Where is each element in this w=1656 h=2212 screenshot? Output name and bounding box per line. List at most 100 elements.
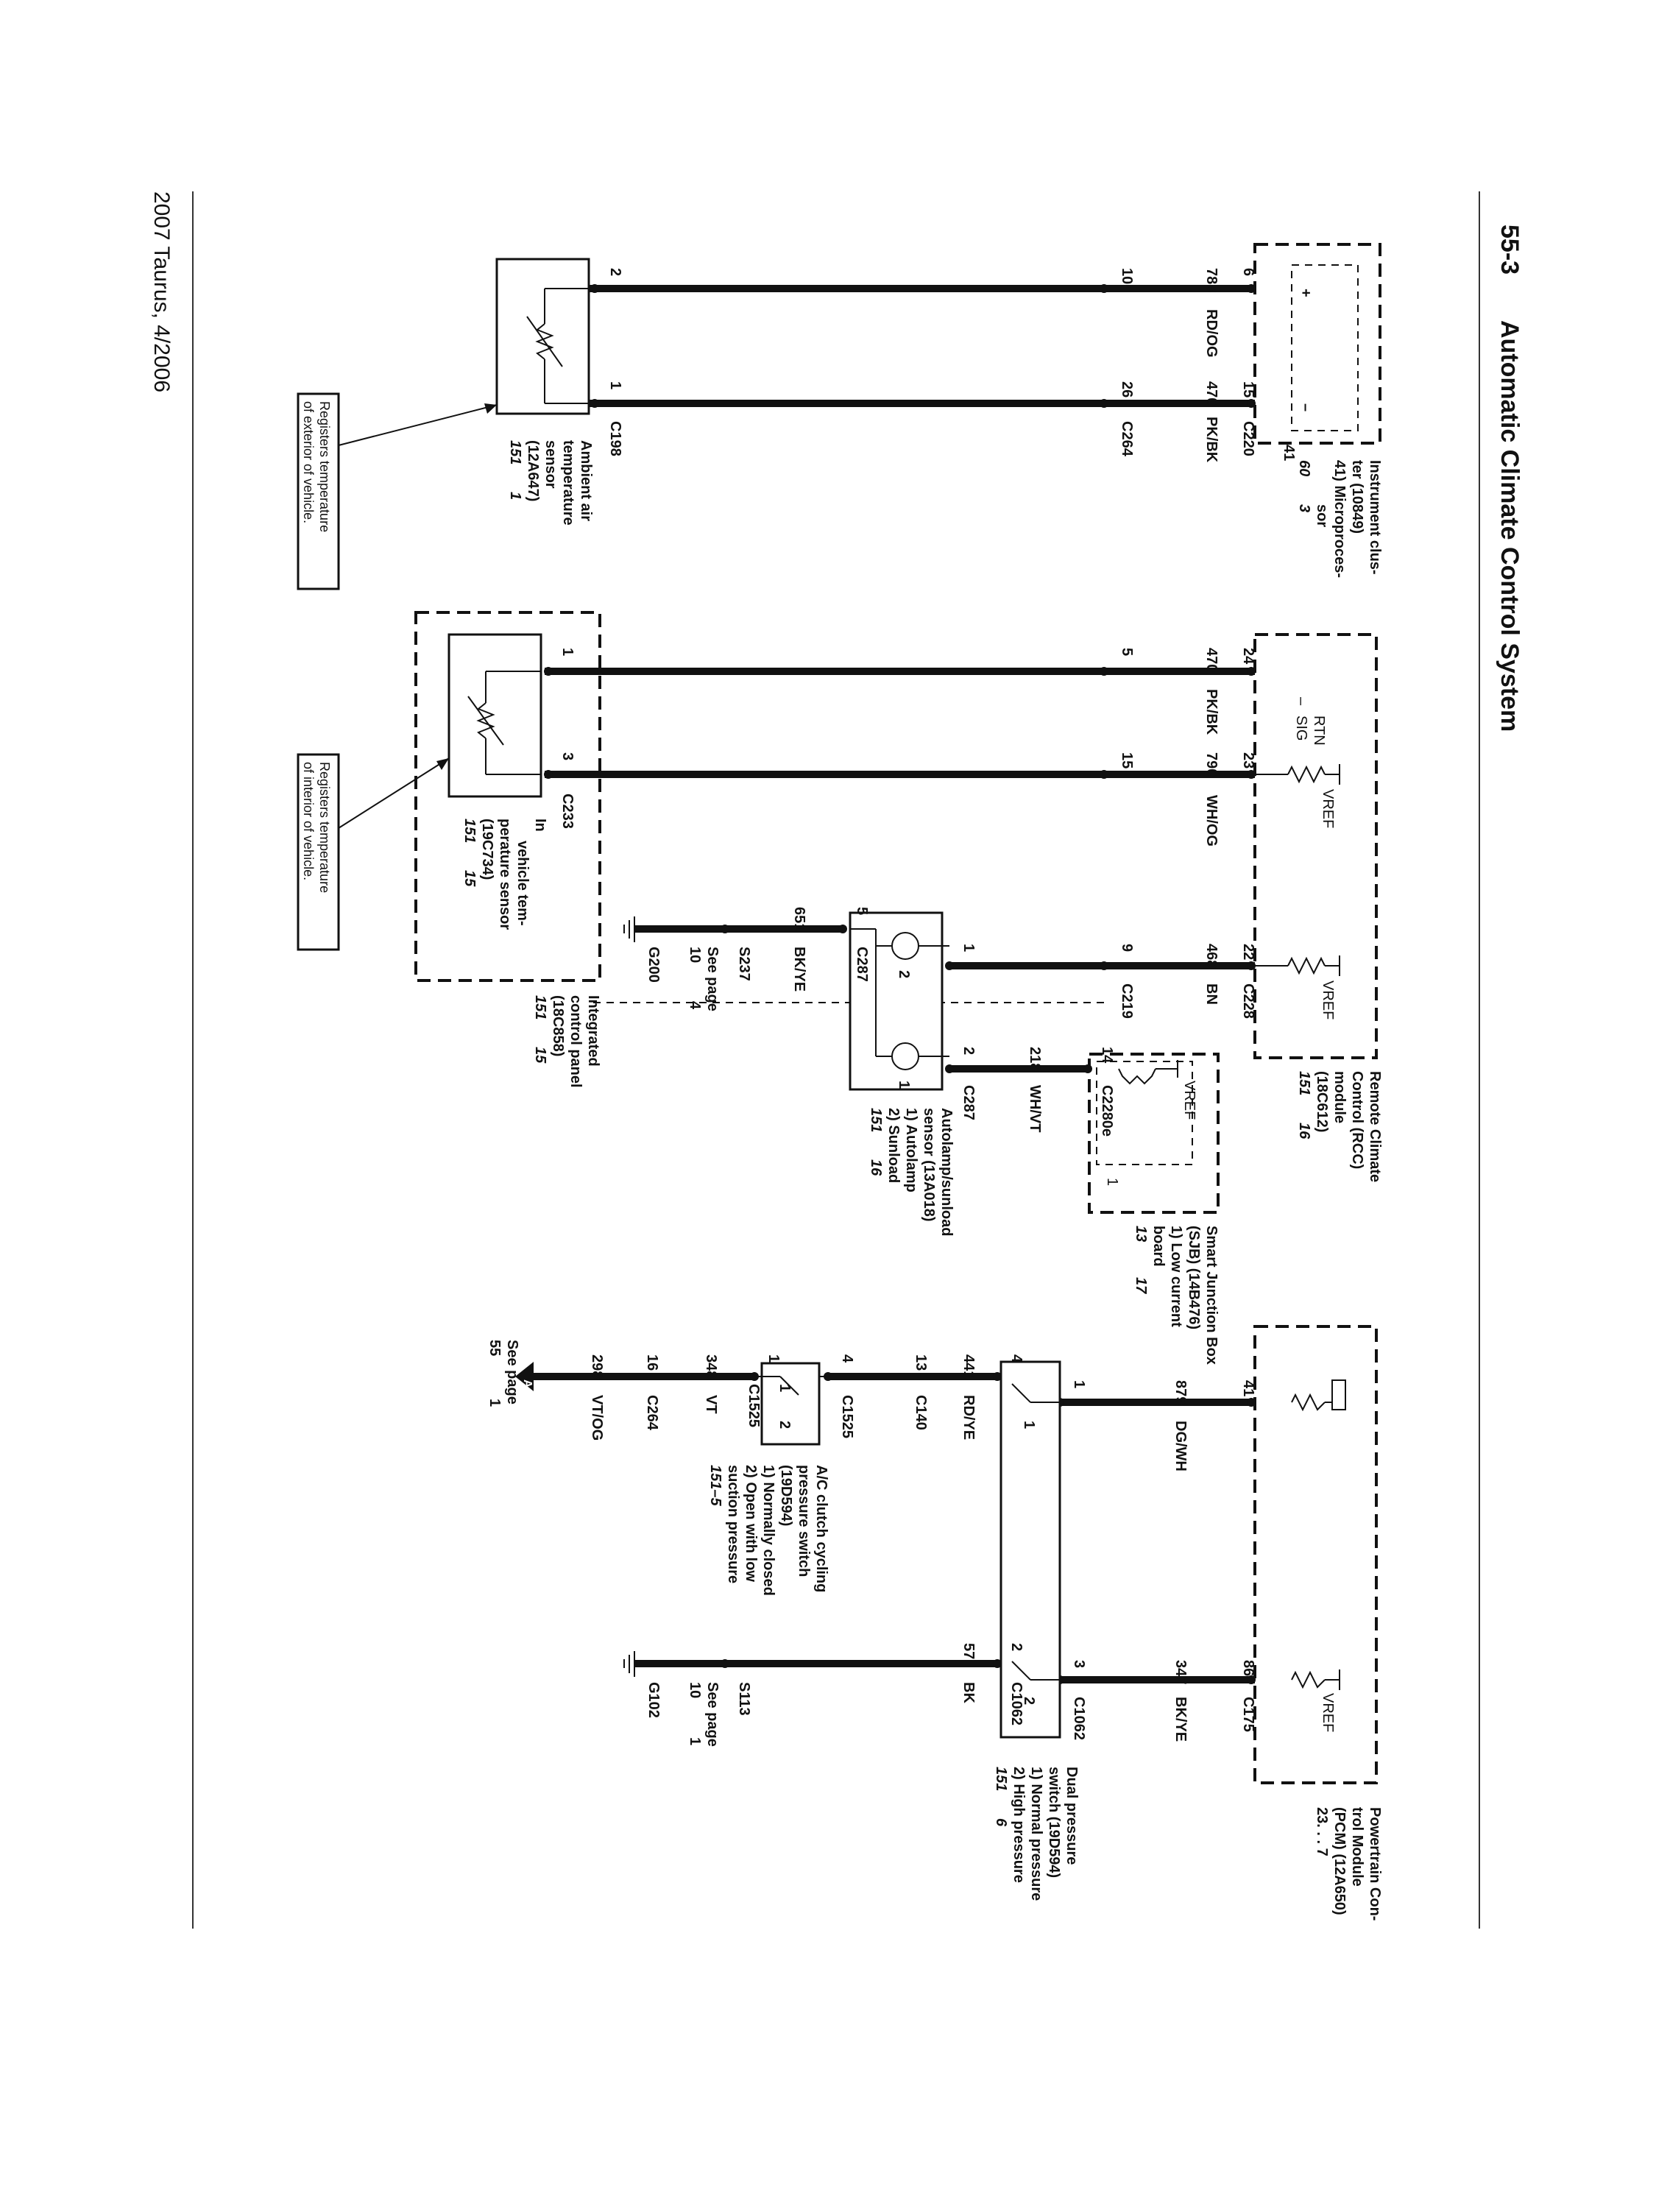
wire-color: RD/YE [960,1395,977,1440]
connector-pins [544,284,1256,1684]
connector-id: C140 [913,1395,929,1430]
circuit-number: 57 [960,1643,977,1659]
connector-id: C2280e [1099,1085,1115,1137]
pin-label: 3 [1071,1660,1087,1668]
pin-label: 3 [559,752,576,760]
icp-label: Integrated control panel (18C858) 151 15 [532,995,601,1088]
diagram-text: 151 [532,995,548,1020]
ground-id: G200 [645,947,662,983]
off-page-connector-icon [515,1362,534,1391]
circuit-number: 879 [1172,1380,1189,1404]
diagram-text: Powertrain Con- [1367,1807,1383,1921]
diagram-text: (19D594) [778,1465,794,1526]
footer-vehicle: 2007 Taurus, 4/2006 [149,191,174,392]
see-page: See page [704,947,721,1011]
pin-label: 15 [1240,381,1256,397]
autolamp-label: Autolamp/sunload sensor (13A018) 1) Auto… [868,1108,955,1236]
wire-color: PK/BK [1203,417,1220,463]
diagram-text: perature sensor [497,819,513,930]
page-number: 55-3 [1496,225,1524,275]
rcc-vref-resistor-1: VREF [1248,764,1340,828]
circuit-number: 788 [1203,268,1220,292]
connector-id: C264 [644,1395,660,1431]
diagram-text: VREF [1320,980,1336,1020]
diagram-text: 2) High pressure [1011,1767,1027,1883]
diagram-text: 1 [1021,1421,1037,1429]
connector-id: C233 [559,794,576,829]
diagram-text: 151 [868,1108,884,1132]
diagram-text: 2) Open with low [743,1465,759,1582]
wire-color: RD/OG [1203,309,1220,358]
diagram-text: 41) Microproces- [1331,460,1348,578]
pin-label: 1 [559,648,576,656]
ac-switch-contact [779,1376,799,1396]
pin-label: 6 [1240,268,1256,276]
diagram-text: Integrated [585,995,601,1067]
autolamp-element-2: 2 [896,970,912,978]
diagram-text: (PCM) (12A650) [1331,1807,1348,1915]
pin-label: 16 [644,1354,660,1371]
rcc-minus-sign: – [1293,697,1309,706]
pin-label: 1 [765,1354,782,1363]
connector-id: C198 [607,421,623,456]
diagram-text: board [1150,1226,1167,1267]
ambient-callout-box [297,392,340,590]
diagram-text: temperature [560,440,576,526]
wire-color: BK [960,1682,977,1703]
diagram-text: VREF [1320,1693,1336,1732]
switch-contact-1 [1011,1383,1031,1403]
rcc-module-outline [1253,633,1378,1059]
diagram-text: RTN [1311,715,1327,746]
pin-label: 26 [1119,381,1135,397]
pin-label: 15 [1119,752,1135,768]
diagram-text: sensor [542,440,559,489]
splice-id: S237 [736,947,752,981]
sjb-resistor-icon [1118,1068,1156,1085]
diagram-text: 1 [507,492,523,500]
pin-label: 14 [1099,1047,1115,1064]
diagram-text: 1) Autolamp [903,1108,919,1192]
diagram-text: 6 [993,1818,1009,1827]
circuit-labels: 6 788 RD/OG 10 2 15 470 PK/BK 26 1 C220 … [486,268,1256,1747]
diagram-text: 13 [1133,1226,1149,1242]
wire-color: WH/VT [1027,1085,1043,1132]
pin-label: 9 [1119,944,1135,952]
diagram-text: vehicle tem- [514,841,531,926]
diagram-text: VREF [1320,789,1336,828]
in-vehicle-callout-arrow [338,757,450,829]
diagram-text: ter (10849) [1349,460,1365,534]
diagram-text: (19C734) [479,819,495,880]
diagram-text: Autolamp/sunload [938,1108,955,1236]
connector-id: C228 [1240,983,1256,1019]
diagram-text: 2 [1021,1697,1037,1705]
in-vehicle-sensor-box [447,633,542,798]
diagram-text: Control (RCC) [1349,1071,1365,1169]
diagram-text: 23. . . 7 [1314,1807,1330,1856]
pin-label: 86 [1240,1660,1256,1676]
circuit-number: 468 [1203,944,1220,968]
pin-label: 24 [1240,648,1256,665]
circuit-number: 470 [1203,648,1220,672]
diagram-text: 1 [486,1399,503,1407]
diagram-text: 1) Low current [1168,1226,1184,1327]
diagram-text: of exterior of vehicle. [301,401,316,523]
diagram-text: SIG [1293,715,1309,741]
pin-label: 1 [1071,1380,1087,1388]
diagram-text: 1 [776,1384,793,1392]
diagram-text: Remote Climate [1367,1071,1383,1182]
splice-id: S113 [736,1682,752,1716]
autolamp-sensor-box [849,911,944,1091]
connector-id: C1525 [839,1395,855,1438]
diagram-text: 2) Sunload [885,1108,902,1183]
pin-label: 4 [839,1354,855,1363]
diagram-text: trol Module [1349,1807,1365,1887]
pcm-label: Powertrain Con- trol Module (PCM) (12A65… [1314,1807,1383,1921]
ambient-label: Ambient air temperature sensor (12A647) … [507,440,594,526]
in-vehicle-callout-box [297,753,340,951]
pin-label: 23 [1240,752,1256,768]
pin-label: 1 [960,944,977,952]
rcc-label: Remote Climate Control (RCC) module (18C… [1296,1071,1383,1182]
diagram-text: Smart Junction Box [1203,1226,1220,1365]
diagram-text: control panel [567,995,584,1088]
